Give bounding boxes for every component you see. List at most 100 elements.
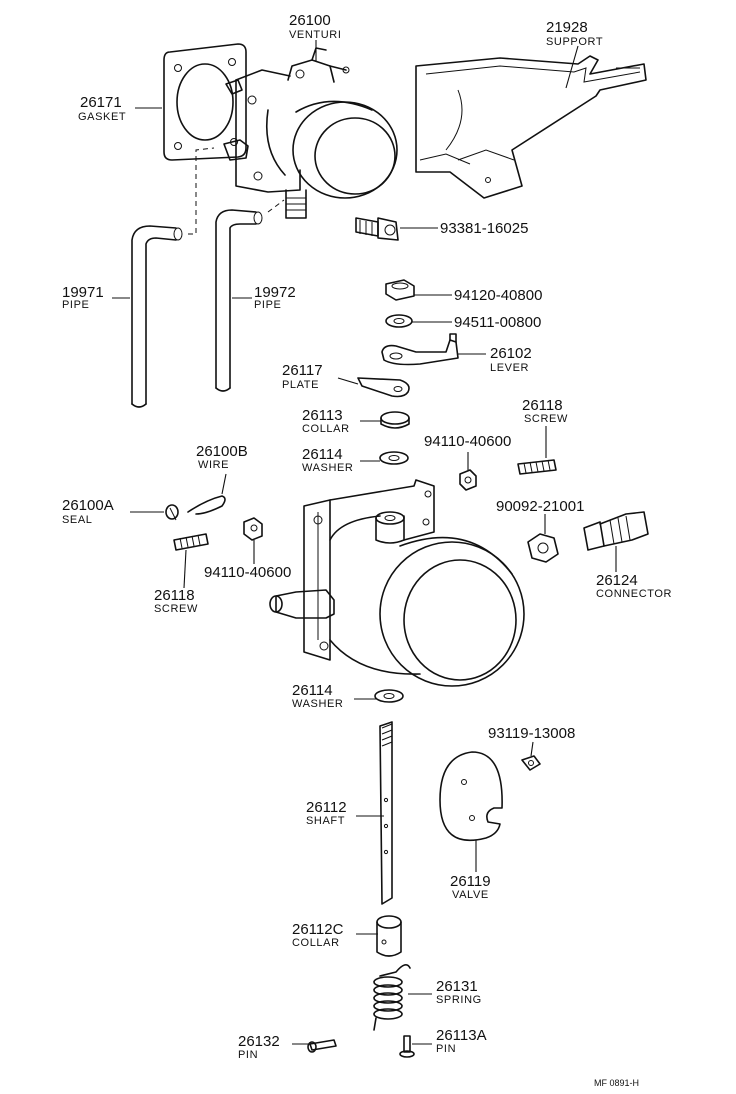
part-number: 26124 (596, 572, 638, 589)
label-26102: 26102 LEVER (490, 345, 532, 374)
part-number: 26117 (282, 362, 323, 379)
label-26113: 26113 COLLAR (302, 407, 350, 435)
label-94110-right: 94110-40600 (424, 433, 511, 450)
part-number: 26131 (436, 978, 478, 995)
part-number: 93119-13008 (488, 725, 575, 742)
connector-part (583, 511, 649, 551)
part-name: VALVE (452, 889, 489, 901)
part-number: 90092-21001 (496, 498, 584, 515)
label-26114-upper: 26114 WASHER (302, 446, 353, 474)
part-number: 19972 (254, 284, 296, 301)
part-number: 26118 (522, 397, 563, 414)
wire-part (187, 495, 226, 515)
collar-26113-part (380, 411, 410, 429)
part-name: PIN (436, 1043, 456, 1055)
gasket-part (163, 43, 247, 161)
venturi-part (223, 47, 398, 219)
part-number: 26100A (62, 497, 114, 514)
label-26124: 26124 CONNECTOR (596, 572, 672, 600)
label-26114-lower: 26114 WASHER (292, 682, 343, 710)
washer-94511-part (385, 314, 413, 328)
part-number: 26132 (238, 1033, 280, 1050)
label-90092: 90092-21001 (496, 498, 584, 515)
part-name: SEAL (62, 514, 93, 526)
part-number: 94511-00800 (454, 314, 541, 331)
nut-94110-right-part (459, 469, 477, 491)
pipe-19971-part (131, 225, 183, 408)
part-number: 26171 (80, 94, 122, 111)
part-name: CONNECTOR (596, 588, 672, 600)
label-93119: 93119-13008 (488, 725, 575, 742)
nut-94120-part (385, 279, 415, 301)
label-21928: 21928 SUPPORT (546, 19, 603, 48)
part-name: COLLAR (302, 423, 350, 435)
part-name: GASKET (78, 111, 126, 123)
part-number: 26112C (292, 921, 344, 938)
label-26112: 26112 SHAFT (306, 799, 347, 827)
label-93381: 93381-16025 (440, 220, 528, 237)
part-name: PIN (238, 1049, 258, 1061)
screw-93119-part (521, 755, 541, 771)
washer-94511-hole (393, 318, 405, 324)
label-26118-left: 26118 SCREW (154, 587, 198, 615)
lever-part (381, 333, 459, 366)
part-number: 26113 (302, 407, 343, 424)
part-number: 93381-16025 (440, 220, 528, 237)
label-26100a: 26100A SEAL (62, 497, 114, 526)
label-26118-right: 26118 SCREW (522, 397, 568, 425)
label-19972: 19972 PIPE (254, 284, 296, 311)
label-94110-left: 94110-40600 (204, 564, 291, 581)
pipe-route-dashes (188, 147, 215, 235)
washer-26114-upper-hole (388, 455, 400, 461)
nut-94110-left-part (243, 517, 263, 541)
part-number: 26114 (292, 682, 333, 699)
part-name: WASHER (292, 698, 343, 710)
label-26112c: 26112C COLLAR (292, 921, 344, 949)
pipe-route-dashes-2 (267, 199, 285, 213)
seal-part (165, 504, 179, 521)
collar-26112c-part (376, 915, 402, 957)
part-name: SUPPORT (546, 36, 603, 48)
part-number: 26100 (289, 12, 331, 29)
part-number: 94110-40600 (424, 433, 511, 450)
washer-26114-upper-part (379, 451, 409, 465)
label-26119: 26119 VALVE (450, 873, 491, 901)
throttle-body-part (269, 479, 525, 687)
part-name: PIPE (62, 299, 89, 311)
nut-90092-part (527, 533, 559, 563)
label-94120: 94120-40800 (454, 287, 542, 304)
part-name: WASHER (302, 462, 353, 474)
washer-26114-lower-hole (383, 693, 395, 699)
part-name: VENTURI (289, 29, 341, 41)
label-94511: 94511-00800 (454, 314, 541, 331)
bolt-93381-part (355, 217, 399, 241)
part-number: 26118 (154, 587, 195, 604)
plate-part (357, 377, 410, 398)
pin-26132-part (307, 1039, 337, 1053)
part-name: SPRING (436, 994, 482, 1006)
part-name: PIPE (254, 299, 281, 311)
part-number: 94110-40600 (204, 564, 291, 581)
support-bracket-part (415, 55, 647, 199)
valve-part (439, 751, 503, 842)
pipe-19972-part (215, 209, 263, 392)
label-26131: 26131 SPRING (436, 978, 482, 1006)
part-number: 26112 (306, 799, 347, 816)
part-number: 26119 (450, 873, 491, 890)
spring-part (373, 964, 411, 1031)
label-26100: 26100 VENTURI (289, 12, 341, 41)
leader-lines (112, 40, 617, 1045)
part-name: SCREW (154, 603, 198, 615)
part-number: 94120-40800 (454, 287, 542, 304)
part-name: SCREW (524, 413, 568, 425)
catalog-code: MF 0891-H (594, 1078, 639, 1088)
part-number: 26113A (436, 1027, 487, 1044)
part-name: WIRE (198, 459, 229, 471)
part-number: 26100B (196, 443, 248, 460)
part-name: LEVER (490, 362, 529, 374)
part-number: 19971 (62, 284, 104, 301)
label-26113a: 26113A PIN (436, 1027, 487, 1055)
label-26117: 26117 PLATE (282, 362, 323, 391)
